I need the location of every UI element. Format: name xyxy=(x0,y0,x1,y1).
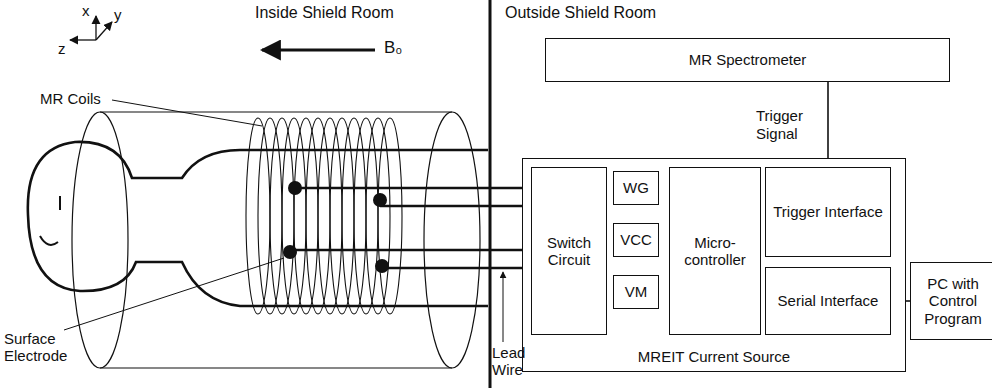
axis-label: x xyxy=(82,2,90,19)
module-box: VCC xyxy=(613,223,659,257)
box-label: WG xyxy=(620,177,652,198)
box-label: VCC xyxy=(617,229,655,250)
lead-wire xyxy=(290,188,531,268)
module-box: VM xyxy=(613,275,659,309)
shield-wall xyxy=(489,0,492,388)
interface-box: Serial Interface xyxy=(765,267,891,335)
box-label: Micro- controller xyxy=(670,232,760,271)
signal-label: Trigger Signal xyxy=(756,107,820,142)
axes xyxy=(70,16,112,40)
part-label: MR Coils xyxy=(40,90,101,107)
module-box: WG xyxy=(613,171,659,205)
box-label: Switch Circuit xyxy=(532,232,606,271)
body xyxy=(28,142,488,306)
part-label: Surface Electrode xyxy=(4,330,82,365)
axis-label: z xyxy=(58,40,66,57)
box-label: PC with Control Program xyxy=(911,273,992,329)
box-label: VM xyxy=(622,281,651,302)
surface-electrode xyxy=(283,181,389,273)
box-label: MREIT Current Source xyxy=(523,346,905,367)
switch-box: Switch Circuit xyxy=(531,167,607,335)
signal-line xyxy=(827,82,829,167)
box-label: Trigger Interface xyxy=(770,201,886,222)
pc-box: PC with Control Program xyxy=(910,262,992,340)
box-label: Serial Interface xyxy=(775,290,882,311)
current-source-box: MREIT Current Source Switch Circuit WG VCC V… xyxy=(522,158,906,372)
region-label: Outside Shield Room xyxy=(505,4,656,22)
interface-box: Trigger Interface xyxy=(765,167,891,257)
region-label: Inside Shield Room xyxy=(255,4,394,22)
part-label: Lead Wire xyxy=(492,344,532,379)
controller-box: Micro- controller xyxy=(669,167,761,335)
box-label: MR Spectrometer xyxy=(686,49,810,70)
mr-coil xyxy=(246,118,402,314)
spectrometer-box: MR Spectrometer xyxy=(545,38,950,82)
leader-line xyxy=(64,100,503,342)
field-label: B₀ xyxy=(384,38,402,58)
field-arrow xyxy=(262,49,375,52)
axis-label: y xyxy=(114,6,122,23)
